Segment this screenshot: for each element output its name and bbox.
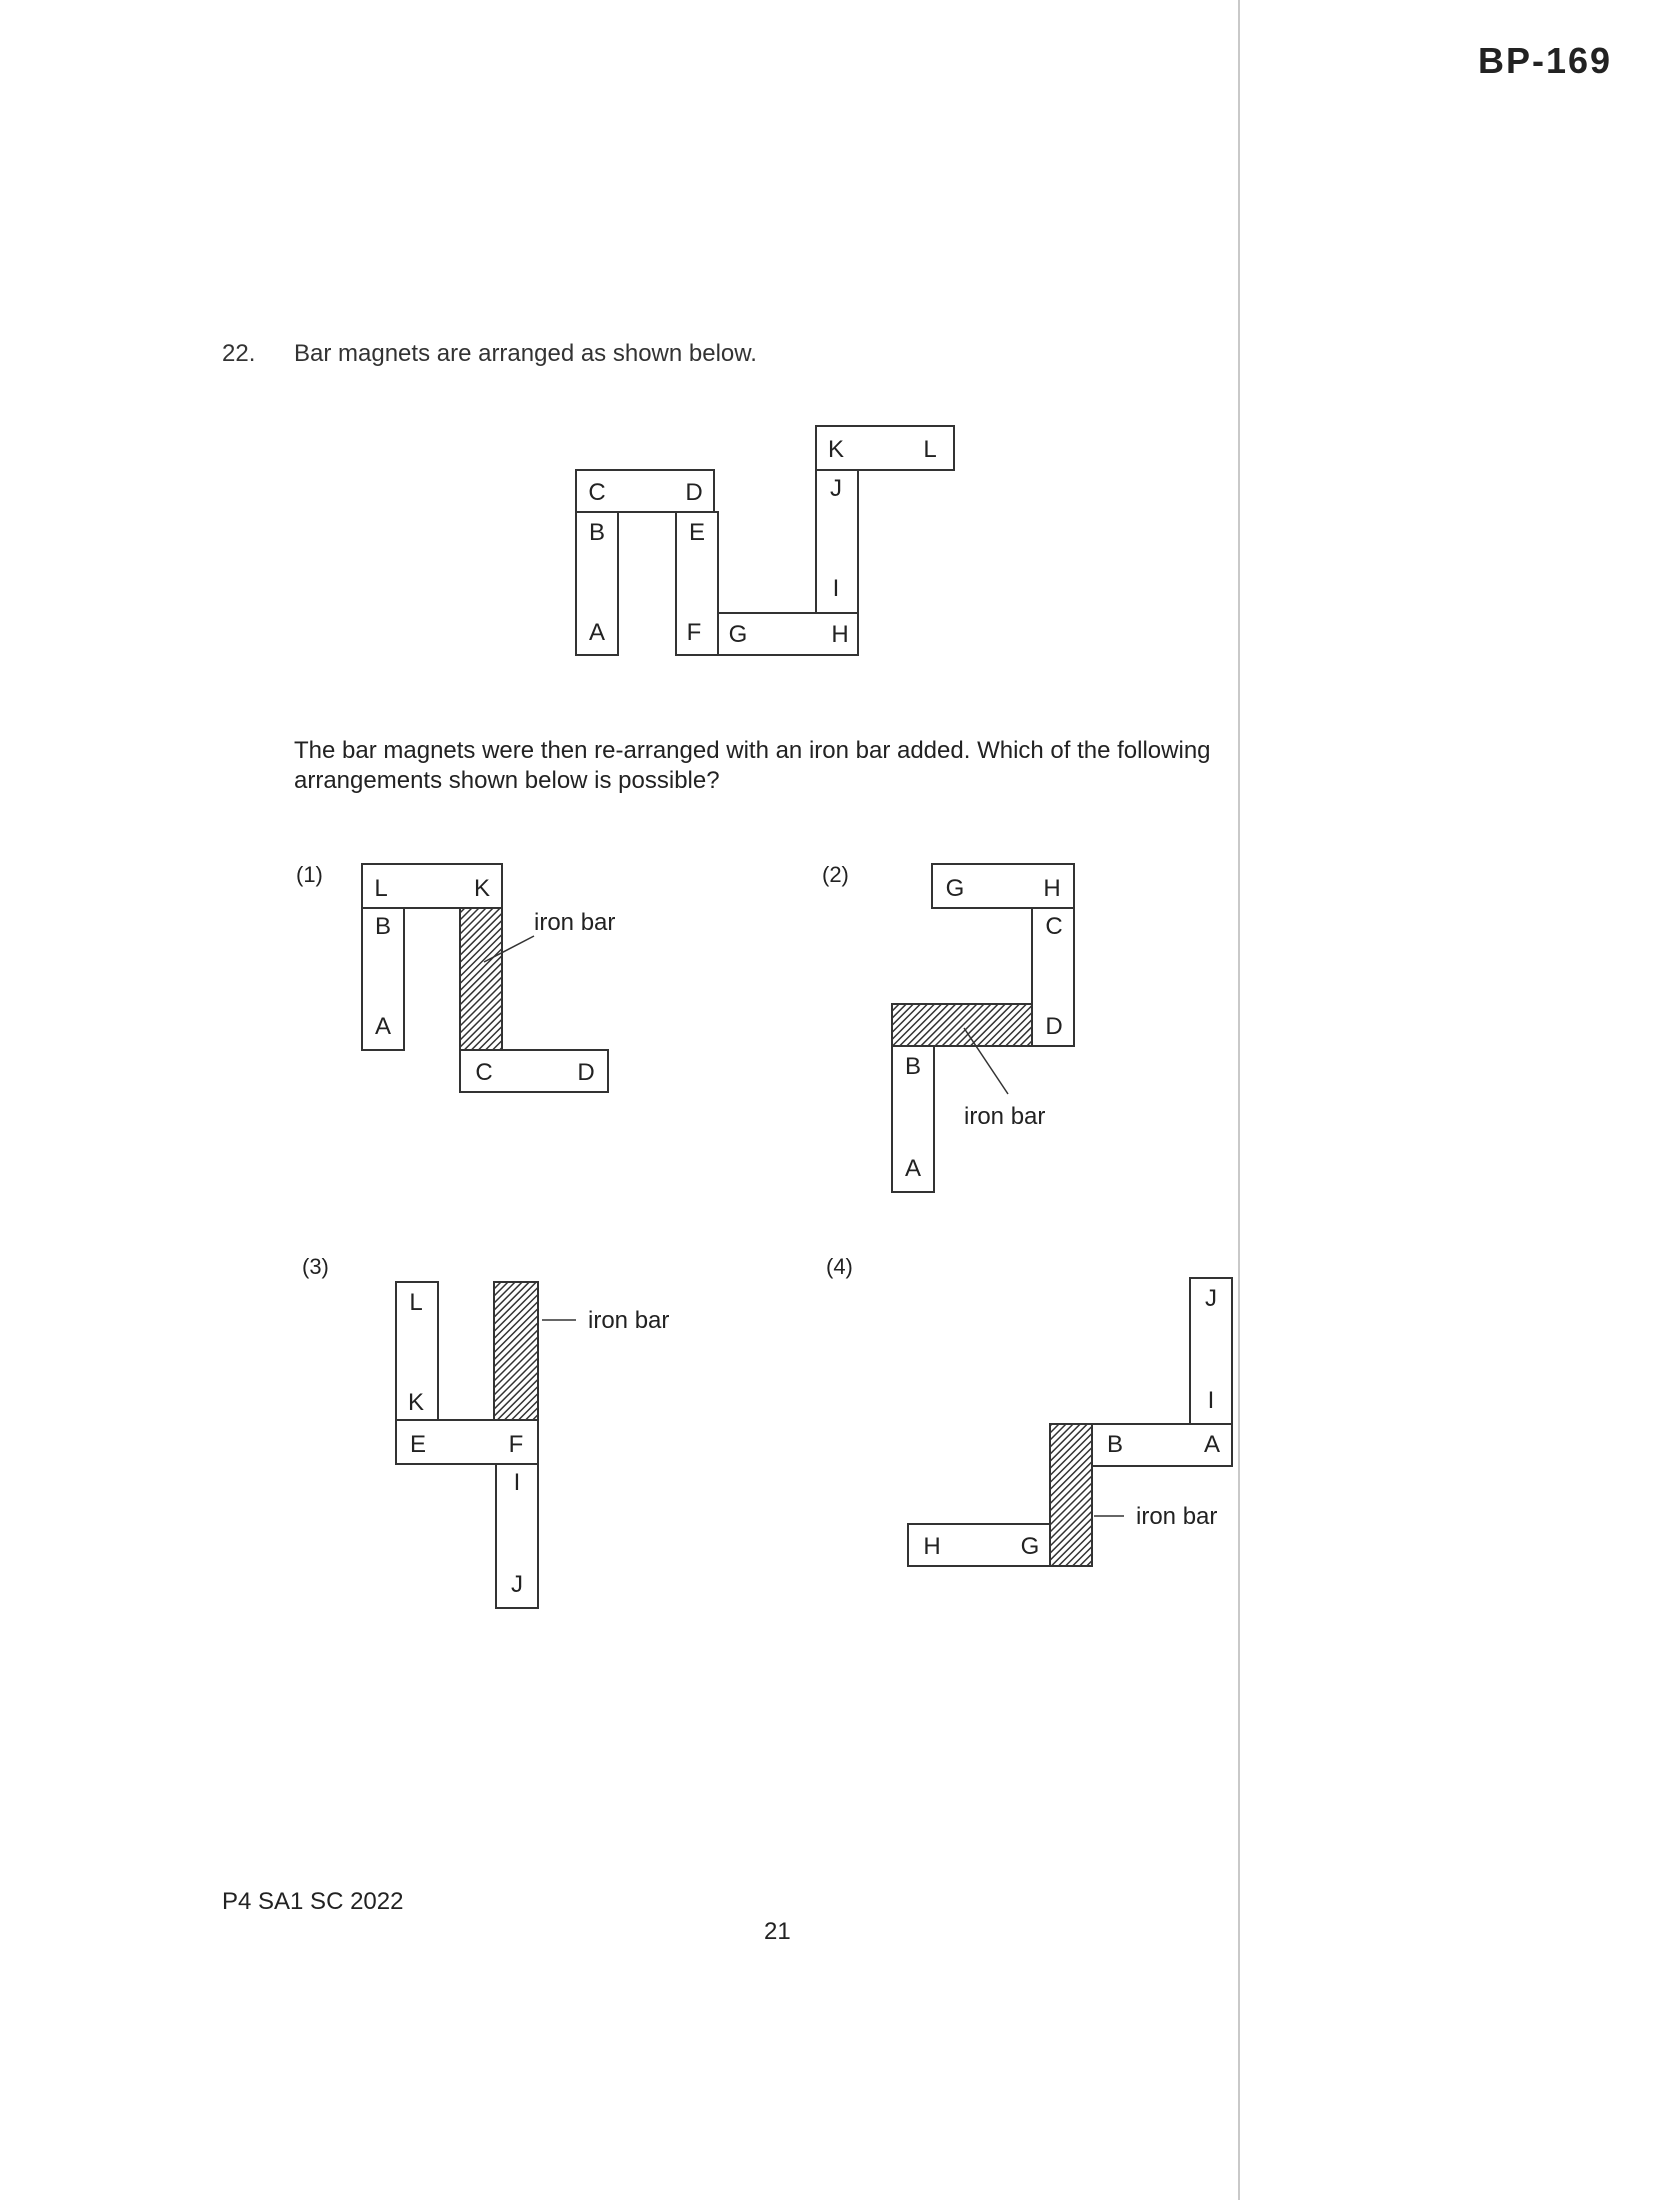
paper-code: BP-169 [1478, 40, 1613, 81]
pole-label: J [1205, 1285, 1217, 1312]
main-figure [575, 425, 955, 656]
magnet-ba [891, 1045, 935, 1193]
option-4-figure [907, 1277, 1233, 1567]
pole-label: J [511, 1571, 523, 1598]
pole-label: G [729, 621, 748, 648]
pole-label: B [589, 519, 605, 546]
magnet-lk [361, 863, 503, 909]
magnet-ji [1189, 1277, 1233, 1425]
option-1-figure [361, 863, 609, 1093]
option-1-label: (1) [296, 862, 323, 887]
magnet-ef [675, 511, 719, 656]
pole-label: K [474, 875, 490, 902]
iron-bar-leader [483, 935, 535, 963]
magnet-hg [907, 1523, 1051, 1567]
question-stem: Bar magnets are arranged as shown below. [294, 340, 757, 367]
pole-label: H [831, 621, 848, 648]
pole-label: B [375, 913, 391, 940]
pole-label: I [1208, 1387, 1215, 1414]
magnet-cd [1031, 907, 1075, 1047]
iron-bar-label: iron bar [1136, 1503, 1217, 1530]
pole-label: A [905, 1155, 921, 1182]
pole-label: B [1107, 1431, 1123, 1458]
page-number: 21 [764, 1918, 791, 1945]
magnet-ba [361, 907, 405, 1051]
magnet-cd [459, 1049, 609, 1093]
pole-label: F [509, 1431, 524, 1458]
iron-bar [891, 1003, 1033, 1047]
pole-label: I [514, 1469, 521, 1496]
iron-bar-leader [963, 1027, 1009, 1095]
pole-label: A [375, 1013, 391, 1040]
pole-label: L [923, 436, 936, 463]
magnet-ba [1091, 1423, 1233, 1467]
pole-label: J [830, 475, 842, 502]
pole-label: D [577, 1059, 594, 1086]
option-3-label: (3) [302, 1254, 329, 1279]
pole-label: H [923, 1533, 940, 1560]
pole-label: H [1043, 875, 1060, 902]
option-2-label: (2) [822, 862, 849, 887]
magnet-lk [395, 1281, 439, 1421]
pole-label: L [409, 1289, 422, 1316]
pole-label: L [374, 875, 387, 902]
pole-label: K [408, 1389, 424, 1416]
iron-bar [1049, 1423, 1093, 1567]
pole-label: I [833, 575, 840, 602]
pole-label: D [685, 479, 702, 506]
iron-bar [459, 907, 503, 1051]
footer-paper-name: P4 SA1 SC 2022 [222, 1888, 404, 1915]
pole-label: C [1045, 913, 1062, 940]
pole-label: G [946, 875, 965, 902]
pole-label: C [588, 479, 605, 506]
pole-label: K [828, 436, 844, 463]
option-3-figure [395, 1281, 539, 1609]
pole-label: E [689, 519, 705, 546]
margin-line [1238, 0, 1240, 2200]
question-prompt: The bar magnets were then re-arranged wi… [294, 737, 1211, 794]
iron-bar-label: iron bar [534, 909, 615, 936]
option-2-figure [891, 863, 1075, 1193]
magnet-kl [815, 425, 955, 471]
magnet-ef [395, 1419, 539, 1465]
pole-label: G [1021, 1533, 1040, 1560]
magnet-gh [931, 863, 1075, 909]
magnet-ij [495, 1463, 539, 1609]
pole-label: D [1045, 1013, 1062, 1040]
pole-label: C [475, 1059, 492, 1086]
pole-label: F [687, 619, 702, 646]
pole-label: A [589, 619, 605, 646]
magnet-ba [575, 511, 619, 656]
iron-bar-label: iron bar [588, 1307, 669, 1334]
pole-label: A [1204, 1431, 1220, 1458]
iron-bar-label: iron bar [964, 1103, 1045, 1130]
magnet-gh [717, 612, 859, 656]
pole-label: E [410, 1431, 426, 1458]
pole-label: B [905, 1053, 921, 1080]
question-number: 22. [222, 340, 256, 367]
iron-bar [493, 1281, 539, 1421]
magnet-cd [575, 469, 715, 513]
option-4-label: (4) [826, 1254, 853, 1279]
